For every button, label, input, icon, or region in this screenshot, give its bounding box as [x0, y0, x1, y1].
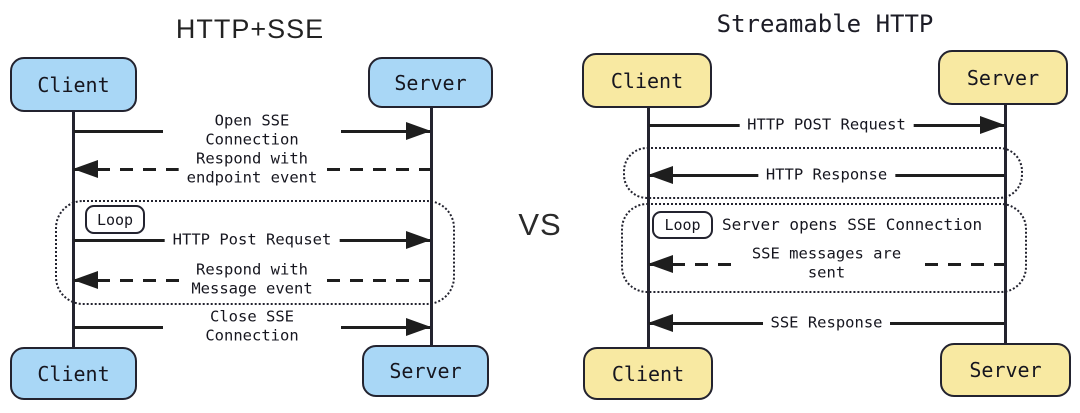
- actor-label: Server: [966, 65, 1040, 90]
- actor-server-top-left: Server: [368, 57, 493, 108]
- loop-badge-left: Loop: [85, 205, 145, 234]
- actor-label: Client: [611, 361, 685, 386]
- actor-label: Server: [969, 358, 1042, 382]
- message-label: SSE messages are sent: [737, 244, 916, 284]
- actor-server-bottom-right: Server: [940, 343, 1071, 397]
- actor-client-top-left: Client: [10, 57, 137, 112]
- response-frame-right: [623, 147, 1023, 199]
- actor-label: Client: [610, 68, 684, 93]
- lifeline-client-right: [646, 106, 650, 347]
- arrowhead-right-icon: [406, 122, 431, 140]
- message-label: SSE Response: [762, 313, 891, 333]
- actor-label: Client: [37, 72, 110, 97]
- right-diagram-title: Streamable HTTP: [716, 10, 934, 38]
- arrowhead-left-icon: [648, 255, 673, 273]
- loop-badge-label: Loop: [96, 210, 134, 229]
- loop-frame-left: [55, 200, 455, 305]
- message-label: Open SSE Connection: [163, 111, 341, 151]
- loop-badge-right: Loop: [652, 211, 713, 239]
- loop-frame-right: [621, 203, 1027, 293]
- arrowhead-left-icon: [73, 160, 98, 178]
- actor-client-top-right: Client: [582, 53, 712, 108]
- vs-label: VS: [518, 207, 562, 242]
- message-label: HTTP Response: [757, 165, 896, 185]
- arrowhead-left-icon: [648, 314, 673, 332]
- message-label: Respond with Message event: [183, 260, 321, 300]
- arrowhead-left-icon: [648, 166, 673, 184]
- loop-title-right: Server opens SSE Connection: [722, 215, 983, 234]
- message-label: HTTP Post Requset: [164, 230, 340, 250]
- arrowhead-right-icon: [406, 231, 431, 249]
- message-label: Close SSE Connection: [163, 307, 341, 347]
- actor-server-bottom-left: Server: [362, 345, 489, 397]
- message-label: HTTP POST Request: [739, 115, 914, 135]
- actor-label: Server: [389, 359, 462, 383]
- actor-server-top-right: Server: [938, 50, 1068, 105]
- arrowhead-right-icon: [980, 116, 1005, 134]
- message-label: Respond with endpoint event: [178, 149, 326, 189]
- lifeline-client-left: [71, 110, 75, 347]
- actor-client-bottom-right: Client: [583, 347, 713, 400]
- left-diagram-title: HTTP+SSE: [175, 14, 325, 44]
- arrowhead-right-icon: [406, 318, 431, 336]
- arrowhead-left-icon: [73, 271, 98, 289]
- actor-label: Server: [394, 70, 467, 95]
- loop-badge-label: Loop: [664, 216, 701, 234]
- actor-label: Client: [37, 361, 110, 386]
- actor-client-bottom-left: Client: [10, 347, 137, 400]
